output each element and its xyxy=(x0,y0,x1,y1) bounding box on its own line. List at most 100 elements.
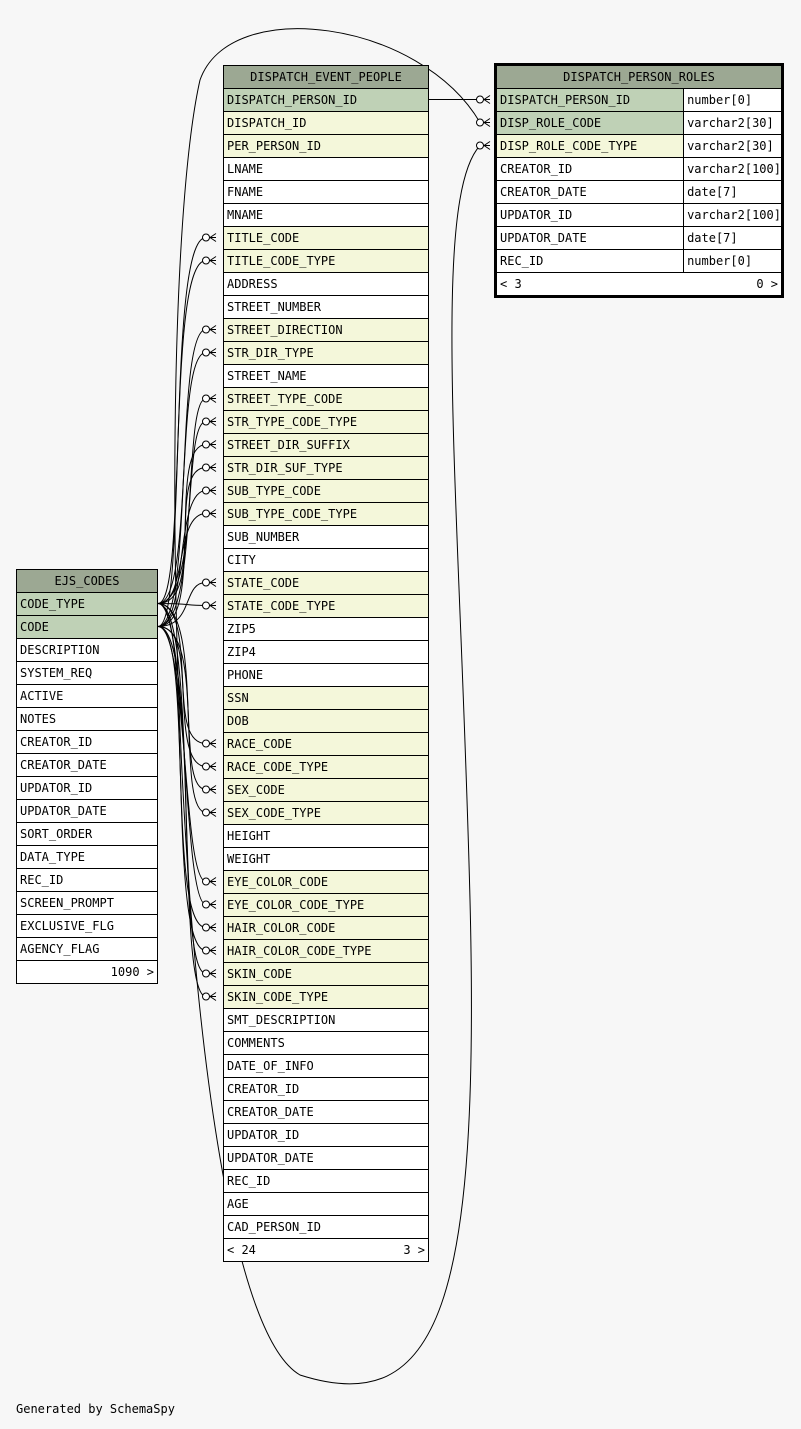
column-str-dir-type[interactable]: STR_DIR_TYPE xyxy=(223,341,429,365)
column-street-dir-suffix[interactable]: STREET_DIR_SUFFIX xyxy=(223,433,429,457)
column-creator-date[interactable]: CREATOR_DATE xyxy=(16,753,158,777)
relation-street-type-code-optional-marker xyxy=(202,394,210,403)
column-creator-date[interactable]: CREATOR_DATE xyxy=(496,180,685,204)
column-updator-date[interactable]: UPDATOR_DATE xyxy=(16,799,158,823)
column-title-code[interactable]: TITLE_CODE xyxy=(223,226,429,250)
column-eye-color-code-type[interactable]: EYE_COLOR_CODE_TYPE xyxy=(223,893,429,917)
column-sex-code[interactable]: SEX_CODE xyxy=(223,778,429,802)
column-street-name[interactable]: STREET_NAME xyxy=(223,364,429,388)
column-row: SEX_CODE xyxy=(223,778,429,802)
column-row: STREET_TYPE_CODE xyxy=(223,387,429,411)
column-eye-color-code[interactable]: EYE_COLOR_CODE xyxy=(223,870,429,894)
column-type: varchar2[100] xyxy=(683,203,782,227)
column-sub-type-code-type[interactable]: SUB_TYPE_CODE_TYPE xyxy=(223,502,429,526)
column-race-code-type[interactable]: RACE_CODE_TYPE xyxy=(223,755,429,779)
column-active[interactable]: ACTIVE xyxy=(16,684,158,708)
column-race-code[interactable]: RACE_CODE xyxy=(223,732,429,756)
column-city[interactable]: CITY xyxy=(223,548,429,572)
relation-str-dir-type-crowfoot xyxy=(209,348,217,357)
column-sub-number[interactable]: SUB_NUMBER xyxy=(223,525,429,549)
column-updator-date[interactable]: UPDATOR_DATE xyxy=(496,226,685,250)
column-weight[interactable]: WEIGHT xyxy=(223,847,429,871)
column-street-direction[interactable]: STREET_DIRECTION xyxy=(223,318,429,342)
column-str-type-code-type[interactable]: STR_TYPE_CODE_TYPE xyxy=(223,410,429,434)
column-creator-id[interactable]: CREATOR_ID xyxy=(16,730,158,754)
column-updator-id[interactable]: UPDATOR_ID xyxy=(16,776,158,800)
column-sub-type-code[interactable]: SUB_TYPE_CODE xyxy=(223,479,429,503)
column-agency-flag[interactable]: AGENCY_FLAG xyxy=(16,937,158,961)
column-code-type[interactable]: CODE_TYPE xyxy=(16,592,158,616)
table-title[interactable]: DISPATCH_PERSON_ROLES xyxy=(496,65,782,89)
column-zip5[interactable]: ZIP5 xyxy=(223,617,429,641)
relation-state-code-crowfoot xyxy=(209,578,217,587)
column-ssn[interactable]: SSN xyxy=(223,686,429,710)
column-zip4[interactable]: ZIP4 xyxy=(223,640,429,664)
column-sex-code-type[interactable]: SEX_CODE_TYPE xyxy=(223,801,429,825)
relation-state-code-optional-marker xyxy=(202,578,210,587)
column-height[interactable]: HEIGHT xyxy=(223,824,429,848)
column-str-dir-suf-type[interactable]: STR_DIR_SUF_TYPE xyxy=(223,456,429,480)
column-rec-id[interactable]: REC_ID xyxy=(496,249,685,273)
column-hair-color-code-type[interactable]: HAIR_COLOR_CODE_TYPE xyxy=(223,939,429,963)
column-creator-id[interactable]: CREATOR_ID xyxy=(223,1077,429,1101)
column-skin-code[interactable]: SKIN_CODE xyxy=(223,962,429,986)
column-per-person-id[interactable]: PER_PERSON_ID xyxy=(223,134,429,158)
relation-sex-code-type-optional-marker xyxy=(202,808,210,817)
column-rec-id[interactable]: REC_ID xyxy=(16,868,158,892)
column-title-code-type[interactable]: TITLE_CODE_TYPE xyxy=(223,249,429,273)
column-row: SMT_DESCRIPTION xyxy=(223,1008,429,1032)
column-system-req[interactable]: SYSTEM_REQ xyxy=(16,661,158,685)
column-lname[interactable]: LNAME xyxy=(223,157,429,181)
column-smt-description[interactable]: SMT_DESCRIPTION xyxy=(223,1008,429,1032)
column-updator-date[interactable]: UPDATOR_DATE xyxy=(223,1146,429,1170)
column-disp-role-code[interactable]: DISP_ROLE_CODE xyxy=(496,111,685,135)
column-cad-person-id[interactable]: CAD_PERSON_ID xyxy=(223,1215,429,1239)
column-date-of-info[interactable]: DATE_OF_INFO xyxy=(223,1054,429,1078)
column-dispatch-person-id[interactable]: DISPATCH_PERSON_ID xyxy=(223,88,429,112)
column-skin-code-type[interactable]: SKIN_CODE_TYPE xyxy=(223,985,429,1009)
column-row: TITLE_CODE_TYPE xyxy=(223,249,429,273)
column-mname[interactable]: MNAME xyxy=(223,203,429,227)
column-state-code-type[interactable]: STATE_CODE_TYPE xyxy=(223,594,429,618)
table-title[interactable]: EJS_CODES xyxy=(16,569,158,593)
column-dob[interactable]: DOB xyxy=(223,709,429,733)
column-dispatch-person-id[interactable]: DISPATCH_PERSON_ID xyxy=(496,88,685,112)
column-comments[interactable]: COMMENTS xyxy=(223,1031,429,1055)
relation-hair-color-code-type-optional-marker xyxy=(202,946,210,955)
column-row: DESCRIPTION xyxy=(16,638,158,662)
relation-state-code-type-optional-marker xyxy=(202,601,210,610)
column-street-number[interactable]: STREET_NUMBER xyxy=(223,295,429,319)
column-address[interactable]: ADDRESS xyxy=(223,272,429,296)
column-street-type-code[interactable]: STREET_TYPE_CODE xyxy=(223,387,429,411)
column-updator-id[interactable]: UPDATOR_ID xyxy=(496,203,685,227)
column-screen-prompt[interactable]: SCREEN_PROMPT xyxy=(16,891,158,915)
column-code[interactable]: CODE xyxy=(16,615,158,639)
column-hair-color-code[interactable]: HAIR_COLOR_CODE xyxy=(223,916,429,940)
column-state-code[interactable]: STATE_CODE xyxy=(223,571,429,595)
column-data-type[interactable]: DATA_TYPE xyxy=(16,845,158,869)
column-sort-order[interactable]: SORT_ORDER xyxy=(16,822,158,846)
column-disp-role-code-type[interactable]: DISP_ROLE_CODE_TYPE xyxy=(496,134,685,158)
column-creator-date[interactable]: CREATOR_DATE xyxy=(223,1100,429,1124)
column-row: TITLE_CODE xyxy=(223,226,429,250)
column-updator-id[interactable]: UPDATOR_ID xyxy=(223,1123,429,1147)
column-dispatch-id[interactable]: DISPATCH_ID xyxy=(223,111,429,135)
table-title[interactable]: DISPATCH_EVENT_PEOPLE xyxy=(223,65,429,89)
column-age[interactable]: AGE xyxy=(223,1192,429,1216)
column-creator-id[interactable]: CREATOR_ID xyxy=(496,157,685,181)
relation-disp-role-code-optional-marker xyxy=(476,118,484,127)
column-notes[interactable]: NOTES xyxy=(16,707,158,731)
relation-dispatch-person-id-crowfoot xyxy=(483,95,491,104)
column-description[interactable]: DESCRIPTION xyxy=(16,638,158,662)
column-exclusive-flg[interactable]: EXCLUSIVE_FLG xyxy=(16,914,158,938)
column-rec-id[interactable]: REC_ID xyxy=(223,1169,429,1193)
column-row: STREET_DIRECTION xyxy=(223,318,429,342)
column-phone[interactable]: PHONE xyxy=(223,663,429,687)
column-fname[interactable]: FNAME xyxy=(223,180,429,204)
relation-eye-color-code-type xyxy=(157,603,207,905)
